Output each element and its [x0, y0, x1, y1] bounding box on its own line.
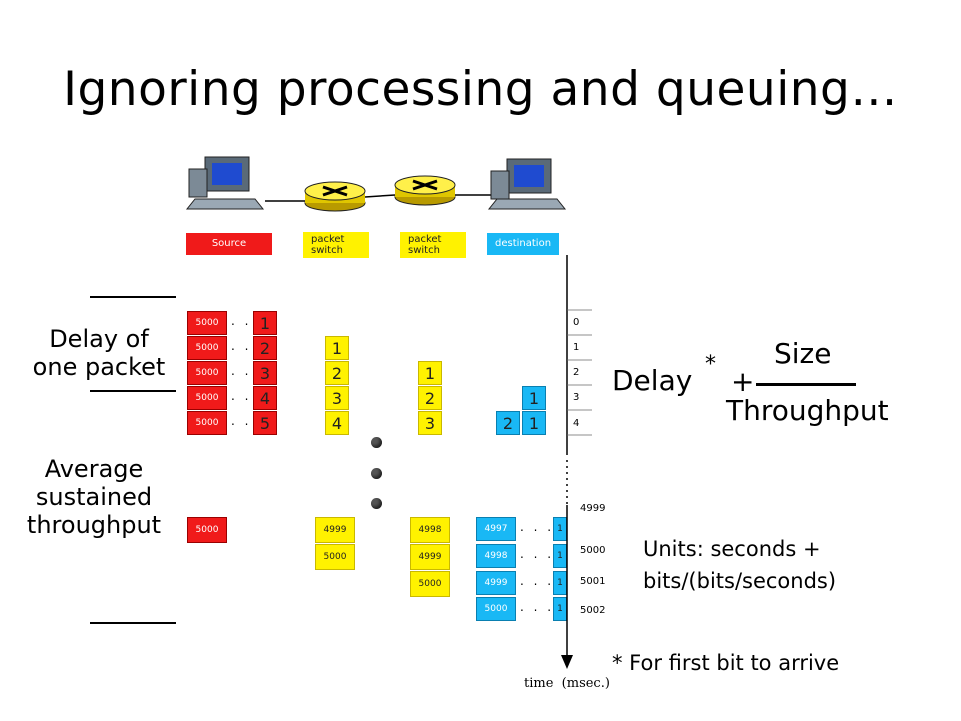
- packet-switch-2-label: packet switch: [400, 232, 466, 258]
- time-tick: 5000: [580, 545, 606, 556]
- switch2-packet: 4998: [410, 517, 450, 543]
- formula-numerator: Size: [774, 337, 832, 370]
- dest-packet: 4999: [476, 571, 516, 595]
- ellipsis: . . .: [520, 547, 555, 561]
- time-tick: 1: [573, 342, 580, 353]
- destination-label: destination: [487, 233, 559, 255]
- page-title: Ignoring processing and queuing…: [63, 62, 898, 117]
- ellipsis: . . .: [520, 600, 555, 614]
- source-seq: 3: [253, 361, 277, 385]
- switch1-packet: 4999: [315, 517, 355, 543]
- source-last-packet: 5000: [187, 517, 227, 543]
- source-packet-size: 5000: [187, 311, 227, 335]
- ellipsis: . . .: [520, 574, 555, 588]
- source-seq: 1: [253, 311, 277, 335]
- switch2-seq: 1: [418, 361, 442, 385]
- top-rule: [90, 296, 176, 298]
- router-icon: [304, 181, 366, 212]
- time-tick: 4: [573, 418, 580, 429]
- source-label: Source: [186, 233, 272, 255]
- source-packet-size: 5000: [187, 386, 227, 410]
- switch2-seq: 3: [418, 411, 442, 435]
- switch1-packet: 5000: [315, 544, 355, 570]
- time-tick: 4999: [580, 503, 606, 514]
- switch1-seq: 2: [325, 361, 349, 385]
- vertical-ellipsis-dot: [371, 437, 382, 448]
- computer-icon: [185, 156, 265, 210]
- switch1-seq: 3: [325, 386, 349, 410]
- formula-star: *: [705, 352, 716, 377]
- dest-packet: 5000: [476, 597, 516, 621]
- fraction-bar: [756, 383, 856, 386]
- source-packet-size: 5000: [187, 361, 227, 385]
- time-tick: 5001: [580, 576, 606, 587]
- vertical-ellipsis-dot: [371, 498, 382, 509]
- source-seq: 4: [253, 386, 277, 410]
- computer-icon: [487, 158, 567, 210]
- dest-seq: 2: [496, 411, 520, 435]
- packet-switch-1-label: packet switch: [303, 232, 369, 258]
- switch1-seq: 4: [325, 411, 349, 435]
- switch2-packet: 4999: [410, 544, 450, 570]
- delay-of-one-packet-label: Delay of one packet: [32, 325, 166, 381]
- switch1-seq: 1: [325, 336, 349, 360]
- switch2-seq: 2: [418, 386, 442, 410]
- mid-rule: [90, 390, 176, 392]
- dest-packet: 4997: [476, 517, 516, 541]
- time-axis: [561, 255, 592, 669]
- vertical-ellipsis-dot: [371, 468, 382, 479]
- time-tick: 2: [573, 367, 580, 378]
- time-tick: 5002: [580, 605, 606, 616]
- network-icons: [185, 156, 567, 212]
- dest-seq: 1: [522, 386, 546, 410]
- source-packet-size: 5000: [187, 411, 227, 435]
- source-packet-size: 5000: [187, 336, 227, 360]
- formula-delay: Delay: [612, 364, 693, 397]
- dest-packet: 4998: [476, 544, 516, 568]
- formula-denominator: Throughput: [726, 394, 889, 427]
- units-note: Units: seconds + bits/(bits/seconds): [643, 537, 837, 593]
- time-tick: 3: [573, 392, 580, 403]
- formula-plus: +: [731, 365, 755, 398]
- source-seq: 5: [253, 411, 277, 435]
- switch2-packet: 5000: [410, 571, 450, 597]
- ellipsis: . . .: [520, 520, 555, 534]
- dest-seq: 1: [522, 411, 546, 435]
- time-tick: 0: [573, 317, 580, 328]
- source-seq: 2: [253, 336, 277, 360]
- time-axis-label: time (msec.): [524, 676, 610, 691]
- average-throughput-label: Average sustained throughput: [26, 455, 162, 539]
- router-icon: [394, 175, 456, 206]
- footnote: * For first bit to arrive: [612, 651, 840, 675]
- bottom-rule: [90, 622, 176, 624]
